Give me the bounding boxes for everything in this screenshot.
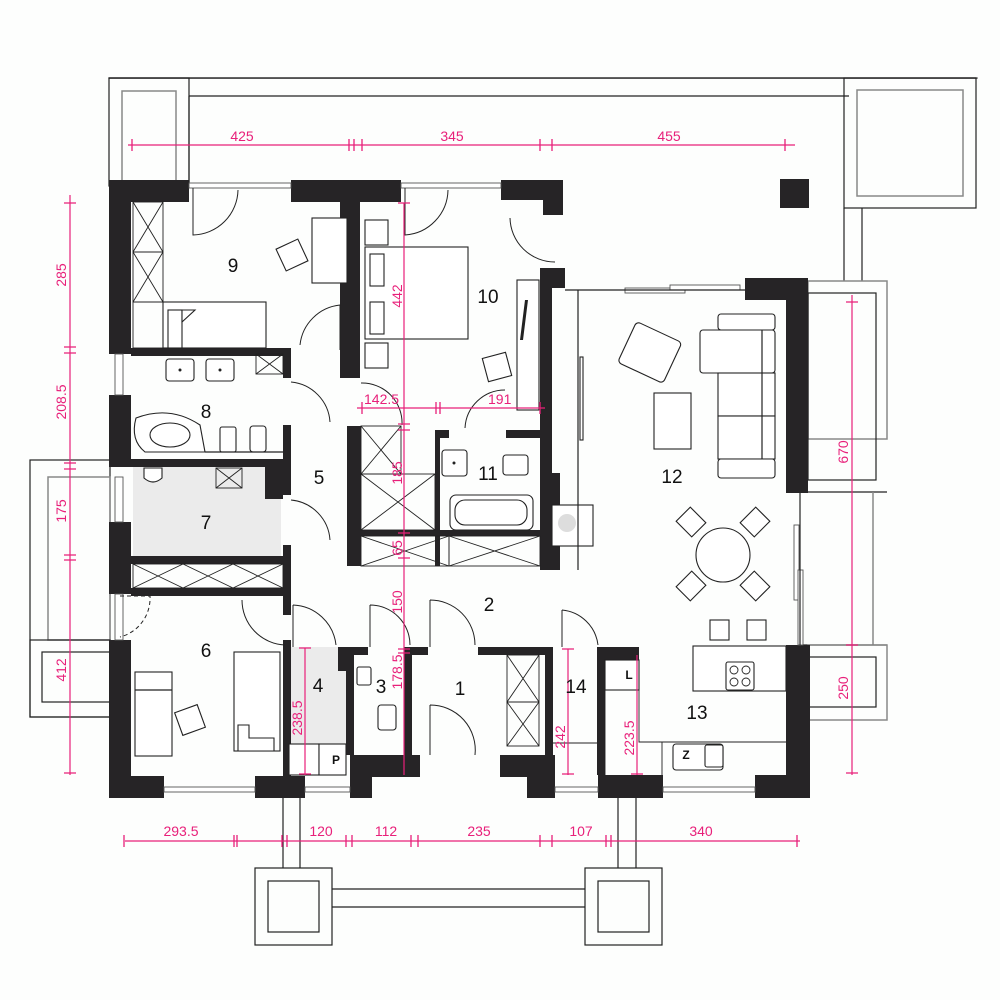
room-14-label: 14 [565,677,587,698]
dimension-lines [64,139,858,847]
dim-bottom-4: 235 [467,823,491,839]
dim-closet-height: 185 [389,461,405,485]
dim-bottom-3: 112 [375,823,398,839]
dim-left-4: 412 [53,658,69,682]
windows [114,182,804,793]
dim-bottom-1: 293.5 [163,823,198,839]
dim-bath11-width: 191 [488,391,512,407]
room-7-floor [133,467,281,556]
room-1-label: 1 [455,679,466,700]
sink-label: Z [682,748,689,762]
dim-right-1: 670 [835,440,851,464]
dim-room10-height: 442 [389,284,405,308]
room-7-label: 7 [201,513,212,534]
room-labels: 1 2 3 4 5 6 7 8 9 10 11 12 13 14 [201,256,708,724]
dim-top-3: 455 [657,128,681,144]
room-13-label: 13 [686,703,707,724]
room-2-label: 2 [484,595,495,616]
room-5-label: 5 [314,468,325,489]
pantry-label: P [332,753,340,767]
room-3-label: 3 [376,677,387,698]
dim-corridor-width: 142.5 [364,391,399,407]
room-10-label: 10 [477,287,498,308]
wardrobes [132,201,541,747]
room-9-label: 9 [228,256,239,277]
doors [119,188,599,756]
dim-left-1: 285 [53,263,69,287]
dim-top-1: 425 [230,128,254,144]
dim-bottom-2: 120 [309,823,333,839]
dim-right-2: 250 [835,676,851,700]
dim-top-2: 345 [440,128,464,144]
room-6-label: 6 [201,641,212,662]
dim-room4-height: 238.5 [289,700,305,735]
dim-room14-height: 242 [552,725,568,749]
dim-kitchen-height: 223.5 [621,720,637,755]
fridge-label: L [625,668,632,682]
dim-bottom-6: 340 [689,823,713,839]
dim-hall-depth: 150 [389,590,405,614]
dimension-labels: 425 345 455 285 208.5 175 412 670 250 29… [53,128,851,839]
room-8-label: 8 [201,402,212,423]
dim-left-2: 208.5 [53,384,69,419]
room-11-label: 11 [478,464,498,485]
dim-wardrobe-depth: 65 [389,540,405,556]
dim-left-3: 175 [53,499,69,523]
furniture [133,217,787,776]
room-12-label: 12 [661,467,682,488]
room-4-label: 4 [313,676,324,697]
dim-wc-height: 178.5 [389,654,405,689]
dim-bottom-5: 107 [569,823,593,839]
terrace-outlines [29,77,978,946]
